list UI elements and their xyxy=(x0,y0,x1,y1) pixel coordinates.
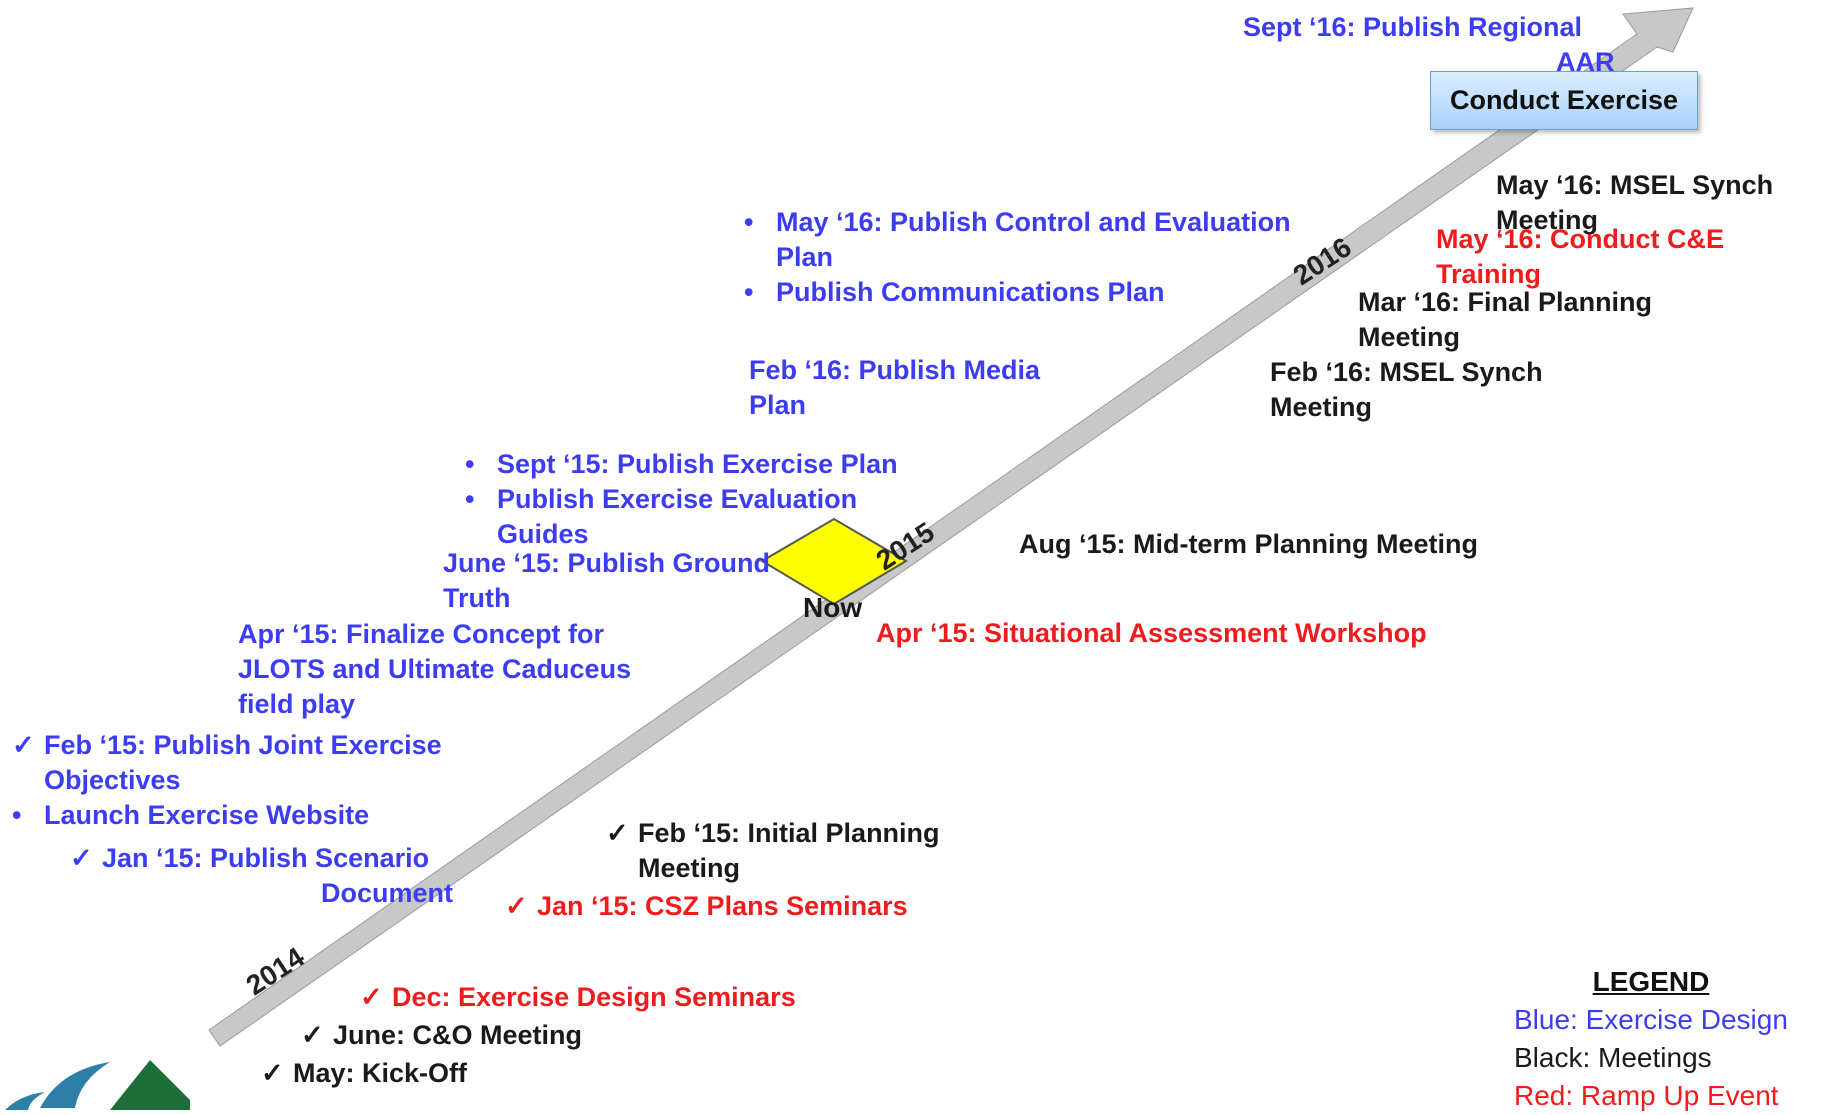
now-label: Now xyxy=(803,592,863,623)
now-marker xyxy=(760,517,908,606)
may16-control-plan: •May ‘16: Publish Control and Evaluation… xyxy=(744,207,1291,272)
jan15-scenario: ✓Jan ‘15: Publish Scenario xyxy=(70,843,430,873)
regional-aar-line1: Sept ‘16: Publish Regional xyxy=(1243,12,1583,42)
jan15-scenario-line2: Document xyxy=(321,878,454,908)
apr15-workshop: Apr ‘15: Situational Assessment Workshop xyxy=(876,618,1427,648)
jan15-csz-seminars: ✓Jan ‘15: CSZ Plans Seminars xyxy=(505,891,908,921)
feb15-initial-planning: ✓Feb ‘15: Initial Planning Meeting xyxy=(606,818,940,883)
eval-guides: •Publish Exercise Evaluation Guides xyxy=(465,484,858,549)
sept15-exercise-plan: •Sept ‘15: Publish Exercise Plan xyxy=(465,449,898,479)
legend-meetings: Black: Meetings xyxy=(1514,1042,1712,1073)
legend-title: LEGEND xyxy=(1592,966,1710,997)
legend-design: Blue: Exercise Design xyxy=(1514,1004,1788,1035)
aug15-midterm: Aug ‘15: Mid-term Planning Meeting xyxy=(1019,529,1479,559)
feb15-objectives: ✓Feb ‘15: Publish Joint Exercise Objecti… xyxy=(12,730,442,795)
launch-website: •Launch Exercise Website xyxy=(12,800,370,830)
organization-logo xyxy=(5,1060,190,1110)
june-co-meeting: ✓June: C&O Meeting xyxy=(301,1020,583,1050)
may-kickoff: ✓May: Kick-Off xyxy=(261,1058,468,1088)
legend-rampup: Red: Ramp Up Event xyxy=(1514,1080,1779,1111)
legend: LEGEND Blue: Exercise Design Black: Meet… xyxy=(1514,963,1788,1115)
dec-design-seminars: ✓Dec: Exercise Design Seminars xyxy=(360,982,796,1012)
conduct-exercise-box: Conduct Exercise xyxy=(1430,71,1698,130)
comms-plan: •Publish Communications Plan xyxy=(744,277,1165,307)
